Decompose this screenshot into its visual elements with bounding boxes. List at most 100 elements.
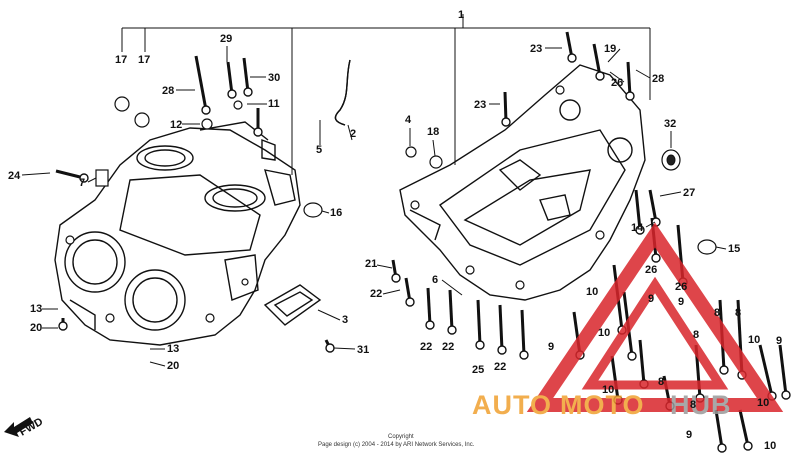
- bolt-head: [201, 105, 211, 115]
- watermark-text-moto: MOTO: [560, 390, 645, 420]
- bolt-shaft: [498, 304, 504, 351]
- bolt-head: [447, 325, 457, 335]
- callout-32: 32: [664, 118, 676, 130]
- callout-4: 4: [405, 114, 412, 126]
- bolt-head: [625, 91, 635, 101]
- bolt-shaft: [714, 409, 724, 449]
- bolt-head: [501, 117, 511, 127]
- bolt-head: [627, 351, 637, 361]
- seal-32-center: [666, 154, 676, 166]
- bolt-head: [717, 443, 727, 453]
- dowel-4: [405, 146, 417, 158]
- o-ring-18: [429, 155, 443, 169]
- bolt-head: [391, 273, 401, 283]
- callout-1-bracket: [121, 14, 651, 175]
- callout-7: 7: [79, 177, 85, 189]
- callout-9: 9: [548, 341, 554, 353]
- callout-20: 20: [167, 360, 179, 372]
- bolt-shaft: [226, 61, 234, 95]
- callout-10: 10: [764, 440, 776, 452]
- callout-22: 22: [442, 341, 454, 353]
- cap-17b: [134, 112, 150, 128]
- bolt-head: [253, 127, 263, 137]
- callout-29: 29: [220, 33, 232, 45]
- bolt-shaft: [592, 43, 602, 77]
- bolt-head: [635, 225, 645, 235]
- callout-26: 26: [611, 77, 623, 89]
- callout-25: 25: [472, 364, 484, 376]
- bolt-shaft: [55, 169, 85, 180]
- callout-13: 13: [30, 303, 42, 315]
- leader-lines: [21, 46, 727, 367]
- callout-2: 2: [350, 128, 356, 140]
- bolt-head: [651, 253, 661, 263]
- watermark-logo: AUTO MOTO HUB: [472, 222, 784, 420]
- callout-17a: 17: [115, 54, 127, 66]
- callout-28: 28: [162, 85, 174, 97]
- callout-labels: 1 2 3 4 5 6 7 8 8 8 8 8 9 9 9 9 9 10 10 …: [8, 9, 782, 452]
- callout-10: 10: [586, 286, 598, 298]
- callout-3: 3: [342, 314, 348, 326]
- bolt-shaft: [520, 309, 526, 356]
- bolt-shaft: [476, 299, 482, 346]
- bolt-shaft: [638, 339, 646, 385]
- callout-17b: 17: [138, 54, 150, 66]
- bolt-head: [425, 320, 435, 330]
- bolt-head: [743, 441, 753, 451]
- callout-26: 26: [675, 281, 687, 293]
- bolt-shaft: [448, 289, 454, 331]
- bolt-head: [595, 71, 605, 81]
- callout-24: 24: [8, 170, 21, 182]
- callout-9: 9: [648, 293, 654, 305]
- bolt-shaft: [626, 61, 632, 97]
- callout-10: 10: [602, 384, 614, 396]
- bolt-shaft: [426, 287, 432, 326]
- callout-8: 8: [714, 307, 720, 319]
- bolt-head: [243, 87, 253, 97]
- bolt-head: [719, 365, 729, 375]
- callout-14: 14: [631, 222, 644, 234]
- callout-26: 26: [645, 264, 657, 276]
- callout-8: 8: [693, 329, 699, 341]
- watermark-text-auto: AUTO: [472, 390, 552, 420]
- callout-6: 6: [432, 274, 438, 286]
- callout-10: 10: [757, 397, 769, 409]
- callout-22: 22: [494, 361, 506, 373]
- callout-13: 13: [167, 343, 179, 355]
- washer-12: [201, 118, 213, 130]
- callout-11: 11: [268, 98, 280, 110]
- breather-hose-inner: [334, 59, 351, 126]
- copyright-line1: Copyright: [388, 434, 414, 440]
- callout-9: 9: [776, 335, 782, 347]
- cap-17: [114, 96, 130, 112]
- oil-seal-15: [697, 239, 717, 255]
- oil-seal-16: [303, 202, 323, 218]
- bolt-head: [475, 340, 485, 350]
- washer-11: [233, 100, 243, 110]
- callout-22: 22: [370, 288, 382, 300]
- bolt-head: [519, 350, 529, 360]
- callout-22: 22: [420, 341, 432, 353]
- copyright-line2: Page design (c) 2004 - 2014 by ARI Netwo…: [318, 442, 475, 448]
- bolt-head: [497, 345, 507, 355]
- callout-10: 10: [598, 327, 610, 339]
- callout-23: 23: [474, 99, 486, 111]
- callout-31: 31: [357, 344, 369, 356]
- callout-30: 30: [268, 72, 280, 84]
- callout-19: 19: [604, 43, 616, 55]
- bolt-head: [79, 173, 89, 183]
- callout-8: 8: [735, 307, 741, 319]
- callout-9: 9: [686, 429, 692, 441]
- callout-10: 10: [748, 334, 760, 346]
- callout-18: 18: [427, 126, 439, 138]
- fwd-arrow: FWD: [4, 416, 45, 439]
- callout-20: 20: [30, 322, 42, 334]
- watermark-text-hub: HUB: [670, 390, 732, 420]
- bolt-head: [325, 343, 335, 353]
- upper-crankcase: [54, 121, 301, 346]
- bolt-shaft: [503, 91, 508, 123]
- bolt-shaft: [758, 344, 774, 397]
- breather-plate: [263, 284, 322, 326]
- bolt-head: [405, 297, 415, 307]
